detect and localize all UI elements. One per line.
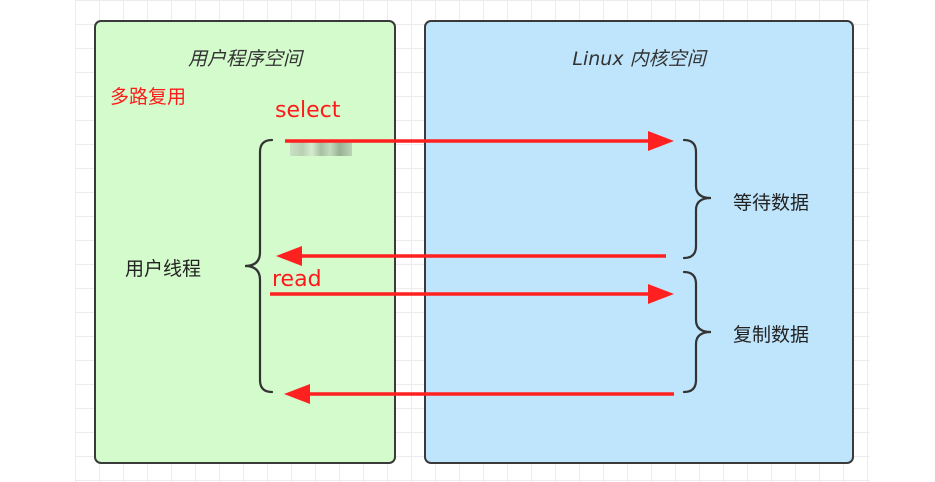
copy-data-brace xyxy=(682,270,712,394)
select-call-arrow xyxy=(285,131,674,151)
select-return-arrow xyxy=(276,246,666,266)
user-space-panel: 用户程序空间 xyxy=(94,20,396,464)
read-label: read xyxy=(272,267,322,292)
select-label: select xyxy=(275,98,341,123)
user-thread-brace xyxy=(244,138,274,394)
kernel-space-title: Linux 内核空间 xyxy=(572,48,706,70)
blurred-patch xyxy=(290,142,352,156)
wait-data-label: 等待数据 xyxy=(733,192,810,214)
user-space-title: 用户程序空间 xyxy=(187,48,302,70)
read-return-arrow xyxy=(284,384,674,404)
user-thread-label: 用户线程 xyxy=(125,258,202,280)
wait-data-brace xyxy=(682,138,712,260)
copy-data-label: 复制数据 xyxy=(733,324,810,346)
read-call-arrow xyxy=(270,284,674,304)
multiplexing-label: 多路复用 xyxy=(110,86,187,108)
kernel-space-panel: Linux 内核空间 xyxy=(424,20,854,464)
